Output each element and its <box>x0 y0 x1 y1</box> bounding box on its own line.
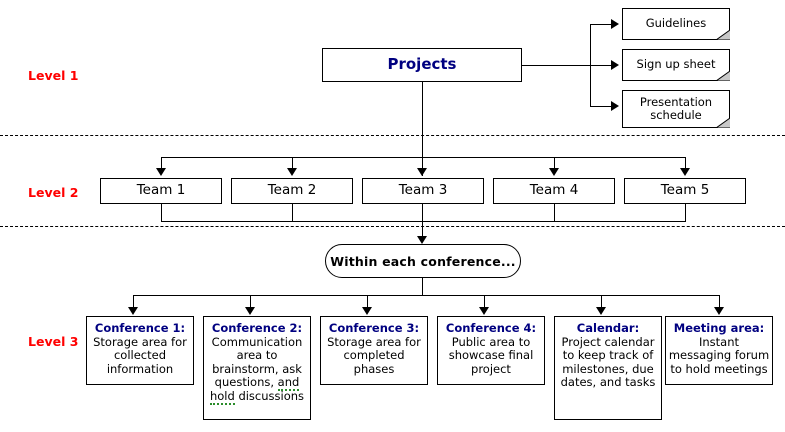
riser-team-1 <box>161 204 162 222</box>
node-conference-1-body: Storage area for collected information <box>93 334 187 376</box>
node-team-3-label: Team 3 <box>398 182 448 199</box>
node-conference-2-body: Communication area to brainstorm, ask qu… <box>206 334 308 405</box>
team-bus-bottom <box>161 221 685 222</box>
node-conference-3-body: Storage area for completed phases <box>327 334 421 376</box>
node-team-5-label: Team 5 <box>660 182 710 199</box>
node-team-2[interactable]: Team 2 <box>231 178 353 204</box>
node-conference-2-body-pre: Communication area to brainstorm, ask qu… <box>211 334 303 390</box>
node-team-1[interactable]: Team 1 <box>100 178 222 204</box>
drop-team-4 <box>554 157 555 171</box>
node-conference-2-title: Conference 2: <box>211 321 303 335</box>
arrow-to-sign-up-sheet <box>611 60 619 70</box>
node-conference-4-body: Public area to showcase final project <box>448 334 534 376</box>
node-document-guidelines-label: Guidelines <box>645 16 707 31</box>
node-conference-4[interactable]: Conference 4: Public area to showcase fi… <box>437 316 545 385</box>
arrow-to-conference-4 <box>479 307 489 315</box>
node-document-guidelines[interactable]: Guidelines <box>622 8 730 40</box>
arrow-to-calendar <box>596 307 606 315</box>
node-document-sign-up-sheet[interactable]: Sign up sheet <box>622 49 730 81</box>
node-calendar[interactable]: Calendar: Project calendar to keep track… <box>554 316 662 420</box>
separator-level1-level2 <box>0 135 785 136</box>
drop-conference-2 <box>250 295 251 310</box>
node-conference-2-body-post: discussions <box>238 388 305 403</box>
node-conference-1[interactable]: Conference 1: Storage area for collected… <box>86 316 194 385</box>
arrow-to-team-5 <box>680 168 690 176</box>
connector-to-presentation-schedule <box>590 106 617 107</box>
arrow-to-conference-2 <box>245 307 255 315</box>
node-conference-hub[interactable]: Within each conference... <box>325 244 521 278</box>
node-document-sign-up-sheet-label: Sign up sheet <box>636 57 716 72</box>
node-team-2-label: Team 2 <box>267 182 317 199</box>
arrow-to-team-3 <box>417 168 427 176</box>
node-team-1-label: Team 1 <box>136 182 186 199</box>
team-bus-top <box>161 157 685 158</box>
riser-team-2 <box>292 204 293 222</box>
drop-conference-1 <box>133 295 134 310</box>
arrow-to-team-2 <box>287 168 297 176</box>
arrow-to-team-4 <box>549 168 559 176</box>
drop-conference-3 <box>367 295 368 310</box>
node-conference-4-title: Conference 4: <box>445 321 537 335</box>
arrow-to-meeting-area <box>714 307 724 315</box>
level-2-label: Level 2 <box>28 185 79 200</box>
connector-to-guidelines <box>590 24 617 25</box>
node-team-4-label: Team 4 <box>529 182 579 199</box>
node-conference-3-title: Conference 3: <box>328 321 420 335</box>
node-meeting-area-body: Instant messaging forum to hold meetings <box>668 334 770 376</box>
node-team-3[interactable]: Team 3 <box>362 178 484 204</box>
conference-bus <box>133 295 719 296</box>
node-team-4[interactable]: Team 4 <box>493 178 615 204</box>
connector-root-trunk <box>422 82 423 176</box>
node-projects-label: Projects <box>387 55 457 74</box>
level-1-label: Level 1 <box>28 68 79 83</box>
node-calendar-title: Calendar: <box>576 321 640 335</box>
connector-root-to-documents <box>522 65 590 66</box>
arrow-to-conference-hub <box>417 236 427 244</box>
node-calendar-body: Project calendar to keep track of milest… <box>560 334 656 390</box>
node-document-presentation-schedule[interactable]: Presentation schedule <box>622 90 730 128</box>
drop-team-2 <box>292 157 293 171</box>
drop-team-5 <box>685 157 686 171</box>
connector-to-sign-up-sheet <box>590 65 617 66</box>
arrow-to-presentation-schedule <box>611 101 619 111</box>
connector-teams-to-hub <box>422 204 423 239</box>
node-team-5[interactable]: Team 5 <box>624 178 746 204</box>
arrow-to-conference-3 <box>362 307 372 315</box>
node-meeting-area-title: Meeting area: <box>673 321 765 335</box>
riser-team-4 <box>554 204 555 222</box>
separator-level2-level3 <box>0 226 785 227</box>
node-conference-2[interactable]: Conference 2: Communication area to brai… <box>203 316 311 420</box>
level-3-label: Level 3 <box>28 334 79 349</box>
node-conference-3[interactable]: Conference 3: Storage area for completed… <box>320 316 428 385</box>
drop-conference-4 <box>484 295 485 310</box>
arrow-to-conference-1 <box>128 307 138 315</box>
node-conference-hub-label: Within each conference... <box>330 253 516 269</box>
arrow-to-guidelines <box>611 19 619 29</box>
drop-team-1 <box>161 157 162 171</box>
page-fold-icon <box>715 29 730 40</box>
node-conference-1-title: Conference 1: <box>94 321 186 335</box>
arrow-to-team-1 <box>156 168 166 176</box>
drop-calendar <box>601 295 602 310</box>
node-conference-2-body-flagged: and hold <box>209 375 300 405</box>
riser-team-5 <box>685 204 686 222</box>
node-meeting-area[interactable]: Meeting area: Instant messaging forum to… <box>665 316 773 385</box>
node-document-presentation-schedule-label: Presentation schedule <box>639 94 713 122</box>
connector-hub-trunk <box>422 278 423 295</box>
node-projects[interactable]: Projects <box>322 48 522 82</box>
drop-meeting-area <box>719 295 720 310</box>
